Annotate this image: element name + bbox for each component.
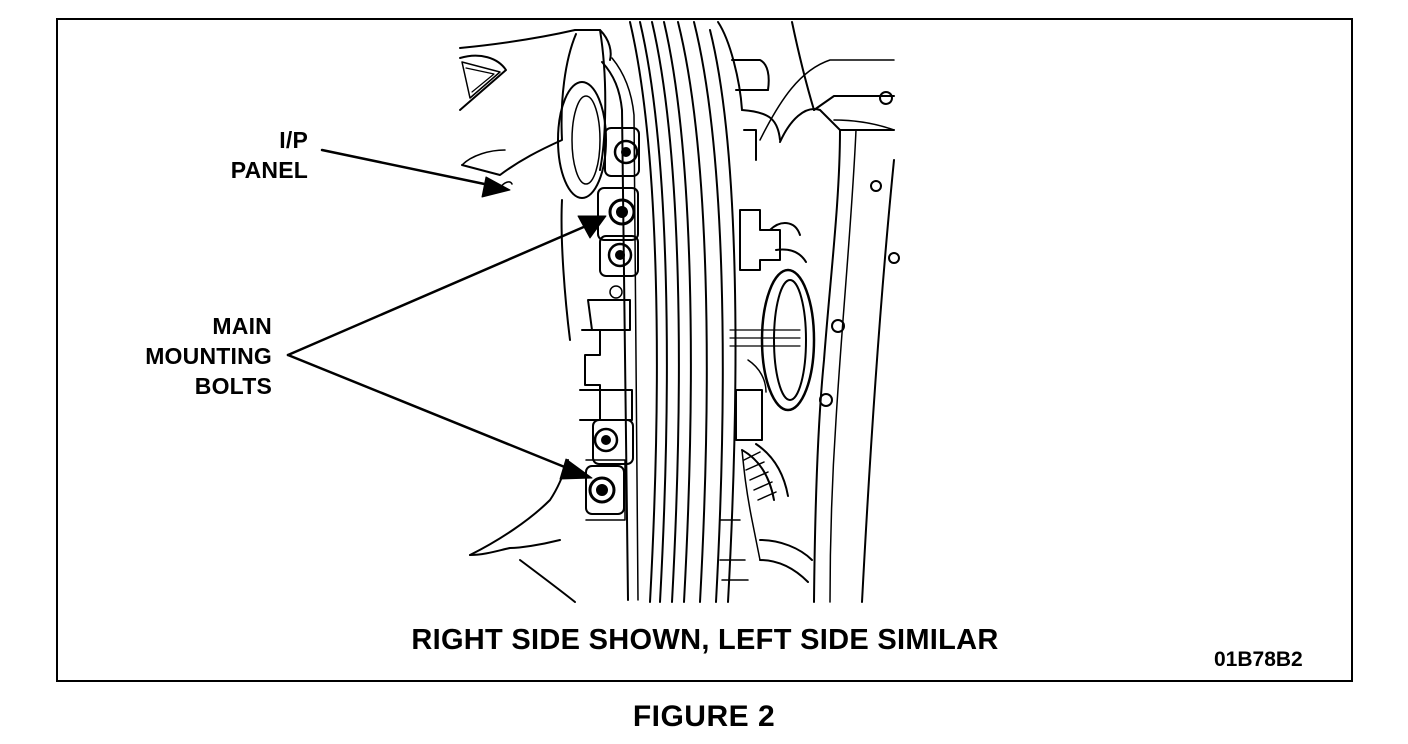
a-pillar-trim [629, 21, 737, 603]
bolts-label-line3: BOLTS [194, 373, 272, 399]
main-mounting-bolts-callout: MAIN MOUNTING BOLTS [145, 311, 272, 401]
mounting-bolts [588, 139, 639, 504]
latch-and-hinge [729, 209, 816, 441]
bolts-label-line2: MOUNTING [145, 343, 272, 369]
door-frame [717, 21, 900, 603]
ip-panel-arrowhead [481, 176, 511, 198]
figure-frame [56, 18, 1353, 682]
wiring-harness [719, 443, 813, 583]
ip-panel-callout: I/P PANEL [231, 125, 308, 185]
ip-panel-pointer-tick [499, 181, 513, 189]
leader-arrows [286, 148, 607, 480]
dashboard-shell [459, 29, 612, 603]
upper-bolt-arrowhead [577, 215, 607, 239]
figure-code: 01B78B2 [1214, 648, 1303, 671]
upper-bolt-leader [286, 224, 588, 357]
mounting-bracket [579, 57, 640, 601]
lower-bolt-arrowhead [559, 458, 593, 480]
bolts-label-line1: MAIN [212, 313, 272, 339]
lower-bolt-leader [286, 353, 574, 472]
ip-panel-label-line2: PANEL [230, 157, 308, 183]
ip-panel-label-line1: I/P [279, 127, 308, 153]
ip-panel-leader [320, 148, 496, 188]
figure-caption: RIGHT SIDE SHOWN, LEFT SIDE SIMILAR [411, 624, 999, 656]
figure-number: FIGURE 2 [632, 700, 776, 733]
